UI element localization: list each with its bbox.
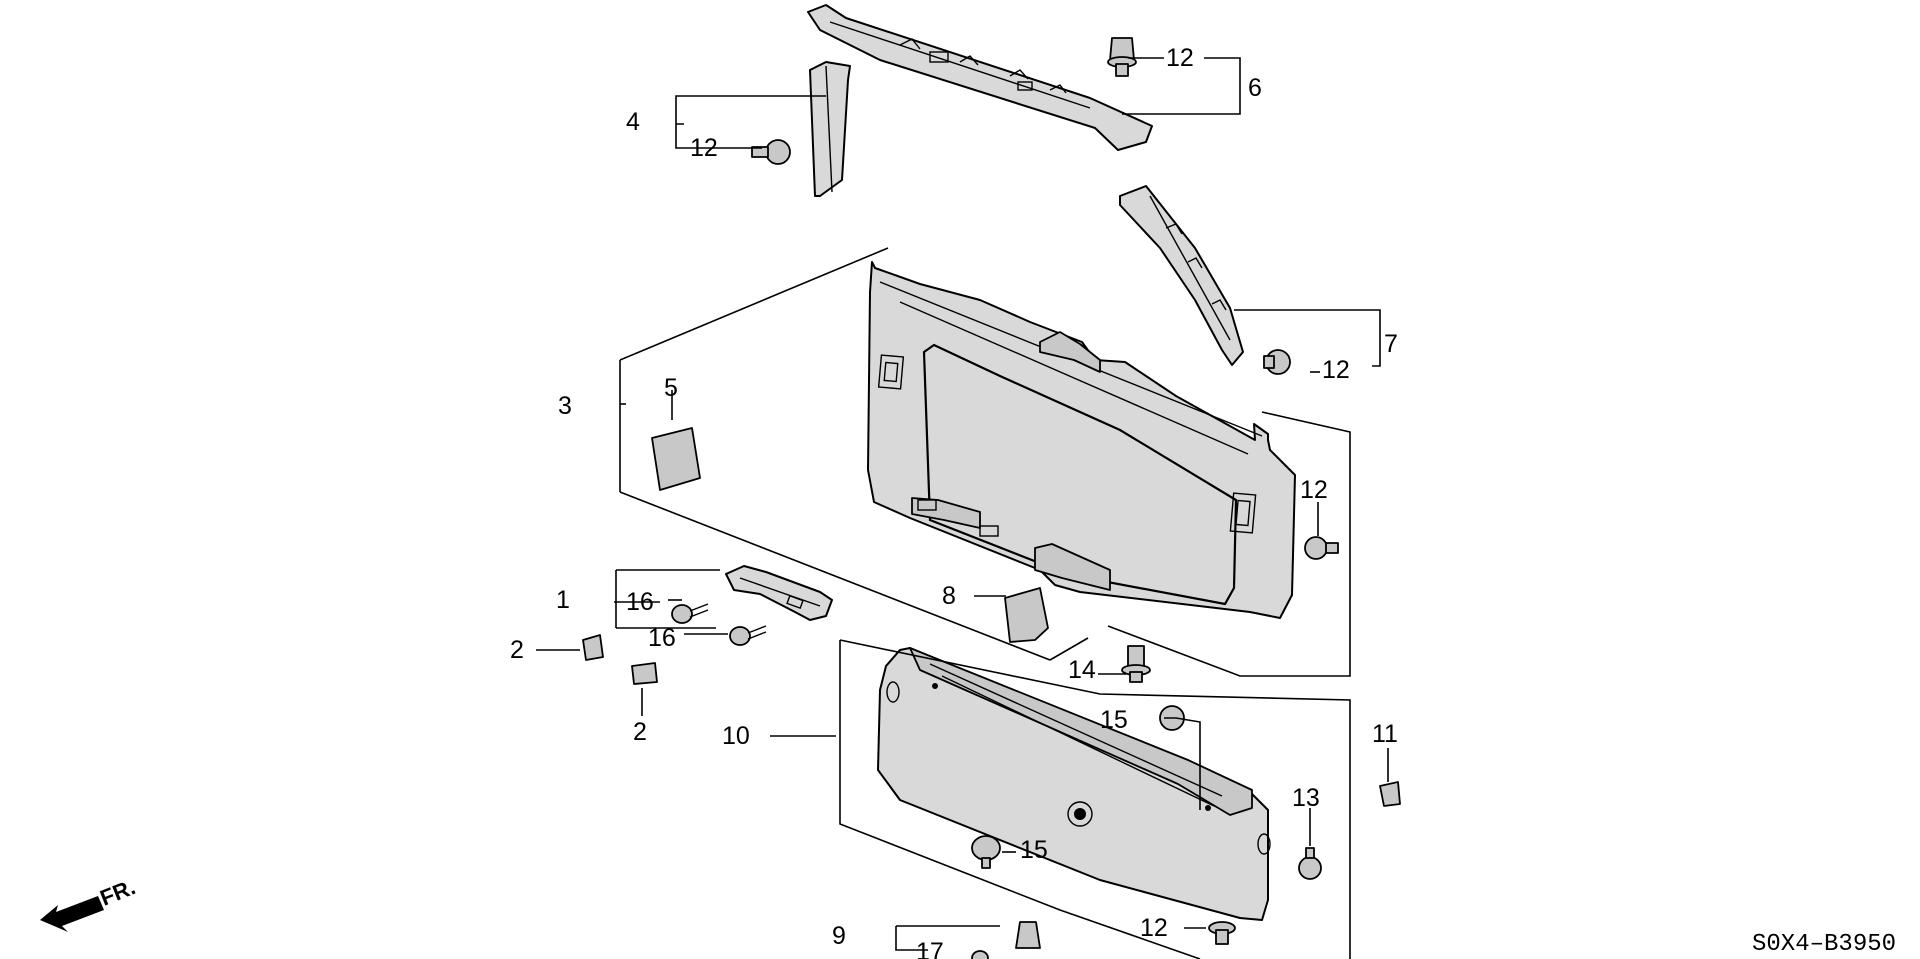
callout-12b: 12 (690, 134, 718, 162)
callout-12c: 12 (1322, 356, 1350, 384)
left-pillar-trim-part-4 (809, 61, 851, 197)
front-direction-arrow: FR. (40, 874, 139, 932)
cap-part-2-left (582, 634, 604, 661)
callout-8: 8 (942, 582, 956, 610)
upper-garnish-part-6 (807, 4, 1153, 151)
callout-12a: 12 (1166, 44, 1194, 72)
callout-5: 5 (664, 374, 678, 402)
leader-lines (536, 57, 1389, 929)
callout-16b: 16 (648, 624, 676, 652)
callout-12d: 12 (1300, 476, 1328, 504)
clip-part-11 (1379, 781, 1401, 807)
callout-2b: 2 (633, 718, 647, 746)
pull-handle-part-1 (725, 565, 833, 621)
right-pillar-trim-part-7 (1119, 185, 1244, 366)
callout-labels: 1 2 2 3 4 5 6 7 8 9 10 11 12 12 12 12 12… (510, 44, 1398, 959)
callout-16a: 16 (626, 588, 654, 616)
callout-12e: 12 (1140, 914, 1168, 942)
callout-17: 17 (916, 938, 944, 959)
callout-15b: 15 (1020, 836, 1048, 864)
diagram-code: S0X4–B3950 (1752, 931, 1896, 958)
tailgate-lining-part-3 (867, 261, 1296, 619)
direction-label: FR. (97, 874, 139, 910)
callout-7: 7 (1384, 330, 1398, 358)
callout-6: 6 (1248, 74, 1262, 102)
callout-10: 10 (722, 722, 750, 750)
callout-14: 14 (1068, 656, 1096, 684)
cover-part-8 (1004, 587, 1049, 643)
callout-9: 9 (832, 922, 846, 950)
callout-4: 4 (626, 108, 640, 136)
lower-tailgate-lining-part-10 (877, 647, 1271, 921)
callout-2a: 2 (510, 636, 524, 664)
group-outline-lines (614, 57, 1381, 959)
cap-part-5 (651, 427, 701, 491)
callout-1: 1 (556, 586, 570, 614)
callout-15a: 15 (1100, 706, 1128, 734)
cap-part-2-lower (631, 662, 658, 685)
callout-13: 13 (1292, 784, 1320, 812)
callout-3: 3 (558, 392, 572, 420)
direction-arrow-icon (40, 896, 104, 932)
callout-11: 11 (1372, 720, 1398, 748)
